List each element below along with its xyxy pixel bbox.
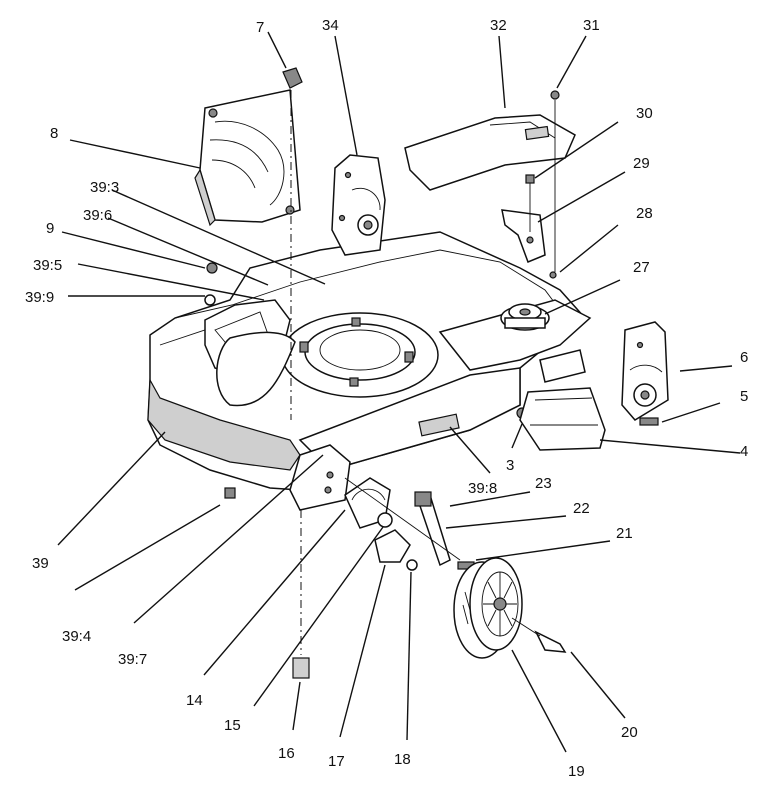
mower-deck xyxy=(147,231,592,511)
mount-bracket xyxy=(501,209,546,263)
callout-39: 39 xyxy=(32,555,49,572)
knob xyxy=(282,67,303,89)
callout-39-3: 39:3 xyxy=(90,179,119,196)
height-adjuster-side xyxy=(621,321,669,421)
rear-baffle xyxy=(519,387,606,451)
callout-23: 23 xyxy=(535,475,552,492)
callout-4: 4 xyxy=(740,443,748,460)
callout-39-4: 39:4 xyxy=(62,628,91,645)
callout-16: 16 xyxy=(278,745,295,762)
callout-30: 30 xyxy=(636,105,653,122)
washer xyxy=(204,294,216,306)
callout-8: 8 xyxy=(50,125,58,142)
spacer-washer xyxy=(377,512,393,528)
callout-9: 9 xyxy=(46,220,54,237)
callout-15: 15 xyxy=(224,717,241,734)
callout-20: 20 xyxy=(621,724,638,741)
callout-3: 3 xyxy=(506,457,514,474)
callout-39-5: 39:5 xyxy=(33,257,62,274)
callout-labels: 7 34 32 31 30 8 39:3 29 39:6 9 28 39:5 2… xyxy=(25,17,748,780)
wheel-nut xyxy=(406,559,418,571)
callout-7: 7 xyxy=(256,19,264,36)
axle-bolt-rear xyxy=(639,417,659,426)
callout-39-6: 39:6 xyxy=(83,207,112,224)
clip xyxy=(224,487,236,499)
callout-29: 29 xyxy=(633,155,650,172)
callout-34: 34 xyxy=(322,17,339,34)
chute-door xyxy=(194,89,301,227)
axle-bolt xyxy=(534,630,567,653)
callout-19: 19 xyxy=(568,763,585,780)
callout-5: 5 xyxy=(740,388,748,405)
callout-27: 27 xyxy=(633,259,650,276)
screw xyxy=(550,90,560,100)
callout-6: 6 xyxy=(740,349,748,366)
leader-lines xyxy=(57,31,741,753)
callout-14: 14 xyxy=(186,692,203,709)
callout-28: 28 xyxy=(636,205,653,222)
callout-18: 18 xyxy=(394,751,411,768)
callout-21: 21 xyxy=(616,525,633,542)
nut-top xyxy=(206,262,218,274)
callout-31: 31 xyxy=(583,17,600,34)
front-wheel xyxy=(453,557,523,659)
callout-17: 17 xyxy=(328,753,345,770)
callout-39-9: 39:9 xyxy=(25,289,54,306)
callout-39-7: 39:7 xyxy=(118,651,147,668)
lever-plate xyxy=(374,529,411,563)
slide-plate xyxy=(292,657,310,679)
callout-22: 22 xyxy=(573,500,590,517)
callout-39-8: 39:8 xyxy=(468,480,497,497)
rear-cover xyxy=(404,114,576,191)
bolt xyxy=(525,174,535,184)
callout-32: 32 xyxy=(490,17,507,34)
height-adjuster-rear xyxy=(331,154,386,256)
nut xyxy=(549,271,557,279)
